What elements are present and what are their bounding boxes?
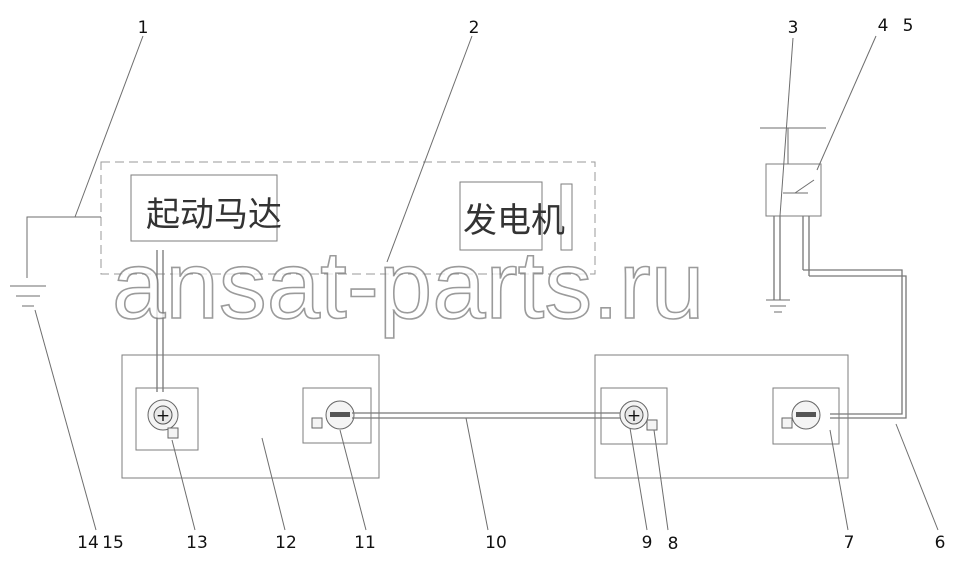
svg-text:+: + (627, 406, 641, 426)
starter-motor-box (130, 174, 278, 242)
callout-14: 14 (77, 533, 99, 553)
cable-6 (803, 269, 903, 415)
generator-label: 发电机 (463, 201, 565, 241)
switch-box (765, 163, 822, 217)
battery-right (594, 354, 849, 479)
callout-6: 6 (935, 533, 946, 553)
generator-plate (560, 183, 573, 251)
callout-15: 15 (102, 533, 124, 553)
callout-1: 1 (138, 18, 149, 38)
callout-13: 13 (186, 533, 208, 553)
callout-11: 11 (354, 533, 376, 553)
callout-7: 7 (844, 533, 855, 553)
battery-left (121, 354, 380, 479)
callout-2: 2 (469, 18, 480, 38)
svg-text:+: + (156, 406, 170, 426)
engine-outline (100, 161, 596, 275)
callout-4: 4 (878, 16, 889, 36)
callout-12: 12 (275, 533, 297, 553)
terminal-11-negative (311, 400, 355, 430)
terminal-13-positive: + (147, 399, 179, 439)
terminal-7-negative (781, 400, 821, 430)
callout-9: 9 (642, 533, 653, 553)
ground-wire (26, 216, 101, 278)
callout-8: 8 (668, 534, 679, 554)
switch-contact (794, 179, 815, 194)
watermark: ansat-parts.ru (112, 232, 704, 339)
callout-3: 3 (788, 18, 799, 38)
callout-10: 10 (485, 533, 507, 553)
generator-box (459, 181, 543, 251)
terminal-9-positive: + (619, 400, 658, 431)
starter-motor-label: 起动马达 (146, 195, 282, 235)
callout-5: 5 (903, 16, 914, 36)
